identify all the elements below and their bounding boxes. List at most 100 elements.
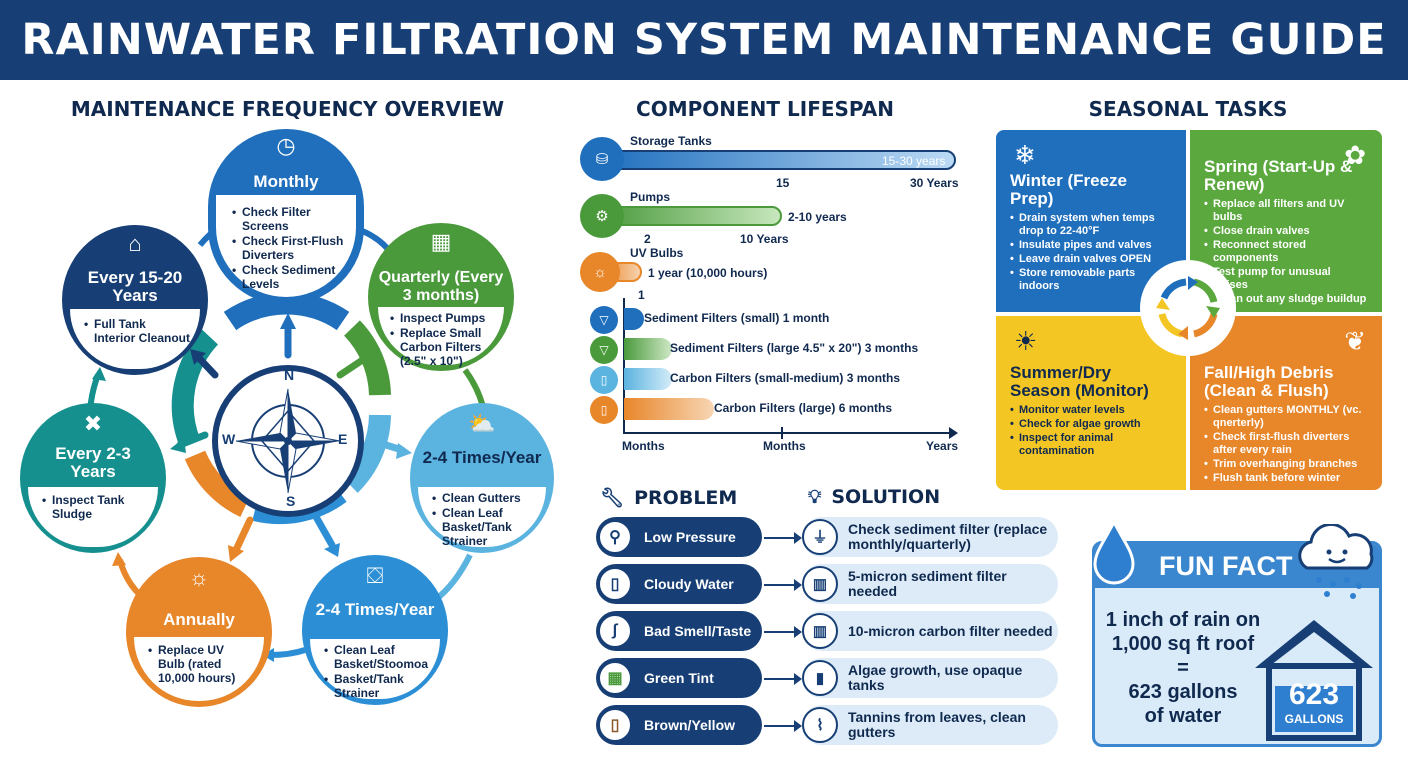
x-axis-tick xyxy=(781,427,783,439)
season-winter-title: Winter (Freeze Prep) xyxy=(1010,171,1127,208)
uv-bulb-icon: ☼ xyxy=(580,252,620,292)
frequency-section-title: MAINTENANCE FREQUENCY OVERVIEW xyxy=(70,97,505,121)
cloud-sun-icon: ⛅ xyxy=(468,411,496,436)
problem-label: Brown/Yellow xyxy=(644,717,736,733)
sediment-small-label: Sediment Filters (small) 1 month xyxy=(644,311,829,325)
problem-label: Low Pressure xyxy=(644,529,736,545)
filter-icon: ▯ xyxy=(590,396,618,424)
pump-icon: ⚙ xyxy=(580,194,624,238)
problem-row: ▯Cloudy Water xyxy=(596,564,762,604)
filter-icon: ▥ xyxy=(802,613,838,649)
carbon-small-value: 3 months xyxy=(846,371,901,385)
node-monthly-item: Check First-Flush Diverters xyxy=(232,234,346,262)
uv-bulbs-label: UV Bulbs xyxy=(630,246,684,260)
problem-row: ▯ Brown/Yellow xyxy=(596,705,762,745)
cycle-arrows-icon xyxy=(1156,276,1220,340)
node-every-15-20-years: ⌂ Every 15-20 Years Full Tank Interior C… xyxy=(62,225,208,375)
season-summer-title: Summer/Dry Season (Monitor) xyxy=(1010,363,1149,400)
x-axis-label-left: Months xyxy=(622,439,665,453)
season-spring-title: Spring (Start-Up & Renew) xyxy=(1204,157,1353,194)
pumps-label: Pumps xyxy=(630,190,671,204)
pumps-tick-1: 2 xyxy=(644,232,651,246)
season-fall-title: Fall/High Debris (Clean & Flush) xyxy=(1204,363,1334,400)
season-summer: ☀ Summer/Dry Season (Monitor) Monitor wa… xyxy=(996,316,1186,490)
season-spring-item: Reconnect stored components xyxy=(1204,239,1368,265)
solution-label: Check sediment filter (replace monthly/q… xyxy=(848,521,1048,552)
uv-bulb-icon: ☼ xyxy=(188,565,210,590)
node-gutters-item: Clean Gutters xyxy=(432,491,536,505)
row-arrow xyxy=(764,720,802,732)
pumps-bar xyxy=(598,206,782,226)
problem-header-label: PROBLEM xyxy=(634,487,738,509)
node-quarterly-title: Quarterly (Every 3 months) xyxy=(378,269,504,304)
sun-icon: ☀ xyxy=(1014,326,1038,356)
sediment-large-bar xyxy=(624,338,672,360)
smiling-cloud-icon xyxy=(1298,524,1374,599)
season-spring-item: Close drain valves xyxy=(1204,225,1368,238)
solution-label: Tannins from leaves, clean gutters xyxy=(848,709,1026,740)
season-winter-item: Insulate pipes and valves xyxy=(1010,239,1172,252)
y-axis-line xyxy=(623,298,625,433)
solution-label: Algae growth, use opaque tanks xyxy=(848,662,1023,693)
basket-icon: ⛋ xyxy=(366,563,384,588)
fun-fact-panel: FUN FACT 1 inch of rain on 1,000 sq ft r… xyxy=(1092,518,1382,747)
fun-fact-title: FUN FACT xyxy=(1159,551,1293,581)
wrench-icon: 🔧︎ xyxy=(600,487,625,509)
carbon-small-name: Carbon Filters (small-medium) xyxy=(670,371,844,385)
filter-icon: ▥ xyxy=(802,566,838,602)
storage-tanks-value: 15-30 years xyxy=(882,154,946,168)
problem-row: ▦Green Tint xyxy=(596,658,762,698)
season-fall: ❦ Fall/High Debris (Clean & Flush) Clean… xyxy=(1190,316,1382,490)
compass-s: S xyxy=(286,493,296,509)
season-winter-item: Store removable parts indoors xyxy=(1010,267,1172,293)
node-2-4-times-basket: ⛋ 2-4 Times/Year Clean Leaf Basket/Stoom… xyxy=(302,555,448,705)
node-annually: ☼ Annually Replace UV Bulb (rated 10,000… xyxy=(126,557,272,707)
solution-label: 5-micron sediment filter needed xyxy=(848,568,1007,599)
node-every-2-3-years-title: Every 2-3 Years xyxy=(55,444,131,481)
lifespan-chart: Months Months Years Storage Tanks 15-30 … xyxy=(578,128,978,458)
water-drop-icon xyxy=(1093,518,1135,585)
uv-bulbs-value: 1 year (10,000 hours) xyxy=(648,266,768,280)
node-monthly: ◷ Monthly Check Filter Screens Check Fir… xyxy=(208,129,364,305)
x-axis-line xyxy=(623,432,953,434)
algae-icon: ▦ xyxy=(598,661,632,695)
solution-row: ▥10-micron carbon filter needed xyxy=(802,611,1058,651)
season-fall-item: Clean gutters MONTHLY (vc. qnerterly) xyxy=(1204,404,1368,430)
carbon-large-name: Carbon Filters (large) xyxy=(714,401,836,415)
sediment-small-bar xyxy=(624,308,644,330)
frequency-wheel: N S E W ◷ Monthly Check Filter Screens C… xyxy=(0,125,560,768)
node-quarterly: ▦ Quarterly (Every 3 months) Inspect Pum… xyxy=(368,223,514,371)
uv-bulbs-tick-1: 1 xyxy=(638,288,645,302)
season-summer-item: Monitor water levels xyxy=(1010,404,1172,417)
snowflake-icon: ❄ xyxy=(1014,140,1036,170)
sediment-large-label: Sediment Filters (large 4.5" x 20") 3 mo… xyxy=(670,341,918,355)
season-summer-item: Inspect for animal contamination xyxy=(1010,432,1172,458)
lifespan-section-title: COMPONENT LIFESPAN xyxy=(636,97,894,121)
row-arrow xyxy=(764,673,802,685)
solution-header-label: SOLUTION xyxy=(831,486,941,508)
node-monthly-title: Monthly xyxy=(253,172,319,191)
problem-header: 🔧︎ PROBLEM xyxy=(600,486,737,509)
fun-fact-line: 1 inch of rain on xyxy=(1105,609,1261,631)
header-bar: RAINWATER FILTRATION SYSTEM MAINTENANCE … xyxy=(0,0,1408,80)
compass-e: E xyxy=(338,431,348,447)
sediment-small-name: Sediment Filters (small) xyxy=(644,311,780,325)
solution-header: 💡︎SOLUTION xyxy=(808,486,940,508)
tank-icon: ⛁ xyxy=(580,137,624,181)
problem-row: ∫Bad Smell/Taste xyxy=(596,611,762,651)
fun-fact-line: 623 gallons xyxy=(1128,681,1238,703)
season-fall-item: Flush tank before winter xyxy=(1204,472,1368,485)
node-15-20-years-item: Full Tank Interior Cleanout xyxy=(84,317,190,345)
node-quarterly-item: Replace Small Carbon Filters (2.5" x 10"… xyxy=(390,326,494,368)
node-monthly-item: Check Filter Screens xyxy=(232,205,346,233)
flower-icon: ✿ xyxy=(1344,140,1366,170)
glass-icon: ▯ xyxy=(598,708,632,742)
problem-row: ⚲Low Pressure xyxy=(596,517,762,557)
season-winter-item: Drain system when temps drop to 22-40°F xyxy=(1010,212,1172,238)
calendar-icon: ▦ xyxy=(430,229,452,254)
tank-icon: ▮ xyxy=(802,660,838,696)
filter-icon: ▽ xyxy=(590,336,618,364)
x-axis-arrow xyxy=(949,427,958,439)
row-arrow xyxy=(764,532,802,544)
row-arrow xyxy=(764,626,802,638)
